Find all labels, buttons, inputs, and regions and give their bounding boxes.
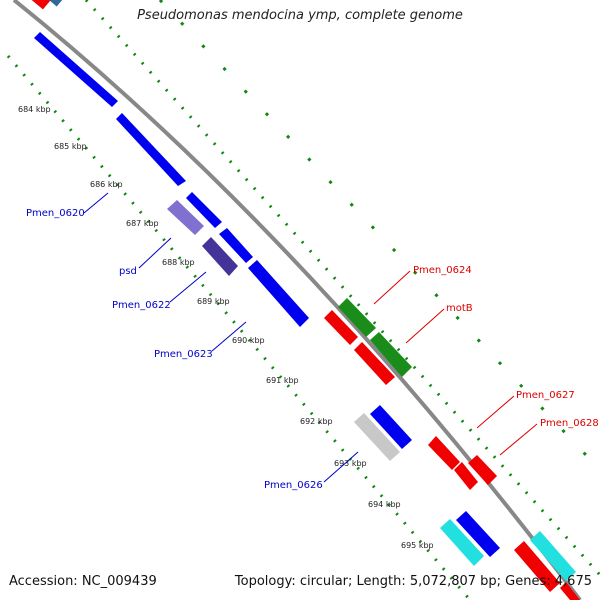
gene-arrow[interactable] [440,519,484,566]
gene-arrow[interactable] [167,200,204,235]
gene-arrow[interactable] [338,298,376,337]
gene-label-pmen-0628[interactable]: Pmen_0628 [540,418,599,429]
gene-labels: Pmen_0620 psd Pmen_0622 Pmen_0623 Pmen_0… [26,208,599,491]
tick-label: 692 kbp [300,417,333,426]
gene-arrow[interactable] [560,582,580,600]
tick-label: 691 kbp [266,376,299,385]
gene-arrow[interactable] [370,405,412,449]
gene-arrow[interactable] [354,413,400,461]
gene-arrow[interactable] [454,462,478,490]
tick-label: 687 kbp [126,219,159,228]
gene-arrow[interactable] [219,228,253,263]
gene-arrow[interactable] [116,113,186,186]
accession-label: Accession: NC_009439 [9,574,157,589]
gene-arrow[interactable] [530,531,576,581]
gene-arrow[interactable] [370,332,412,377]
gene-label-pmen-0623[interactable]: Pmen_0623 [154,349,213,360]
tick-label: 693 kbp [334,459,367,468]
tick-labels: 684 kbp 685 kbp 686 kbp 687 kbp 688 kbp … [18,105,434,550]
tick-label: 688 kbp [162,258,195,267]
gene-arrow[interactable] [324,310,358,345]
gene-label-pmen-0626[interactable]: Pmen_0626 [264,480,323,491]
tick-label: 695 kbp [401,541,434,550]
top-partial-features [26,0,65,10]
tick-label: 686 kbp [90,180,123,189]
gene-arrow[interactable] [514,541,560,592]
label-leaders [83,192,538,483]
gene-arrow[interactable] [186,192,222,228]
gene-label-psd[interactable]: psd [119,266,137,277]
gene-arrow[interactable] [456,511,500,557]
gene-arrow[interactable] [248,260,309,327]
gene-arrow[interactable] [202,237,238,276]
gene-arrow[interactable] [354,342,395,385]
tick-label: 694 kbp [368,500,401,509]
tick-label: 689 kbp [197,297,230,306]
gene-label-pmen-0620[interactable]: Pmen_0620 [26,208,85,219]
gene-label-pmen-0627[interactable]: Pmen_0627 [516,390,575,401]
gene-arrow[interactable] [34,32,118,107]
tick-guides [6,0,600,600]
gene-label-pmen-0624[interactable]: Pmen_0624 [413,265,472,276]
topology-label: Topology: circular; Length: 5,072,807 bp… [234,574,592,589]
gene-arrow[interactable] [428,436,460,470]
genome-title: Pseudomonas mendocina ymp, complete geno… [137,8,463,23]
tick-label: 685 kbp [54,142,87,151]
genome-backbone [12,0,582,600]
tick-label: 690 kbp [232,336,265,345]
gene-label-motb[interactable]: motB [446,303,473,314]
gene-arrow[interactable] [468,455,497,485]
gene-label-pmen-0622[interactable]: Pmen_0622 [112,300,171,311]
tick-label: 684 kbp [18,105,51,114]
